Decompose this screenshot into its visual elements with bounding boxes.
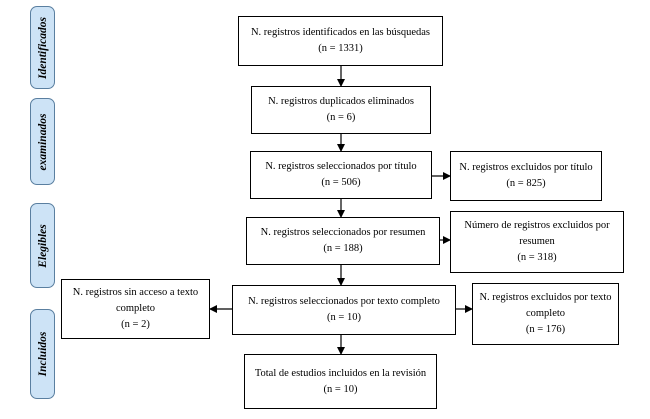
box-excluded-abstract-count: (n = 318): [517, 252, 557, 263]
phase-incluidos: Incluidos: [30, 309, 55, 399]
box-by-abstract-text: N. registros seleccionados por resumen: [260, 227, 426, 238]
box-duplicates: N. registros duplicados eliminados (n = …: [251, 86, 431, 134]
box-excluded-title: N. registros excluidos por título (n = 8…: [450, 151, 602, 201]
phase-identificados: Identificados: [30, 6, 55, 89]
box-excluded-abstract: Número de registros excluidos por resume…: [450, 211, 624, 273]
box-fulltext: N. registros seleccionados por texto com…: [232, 285, 456, 335]
box-excluded-fulltext: N. registros excluidos por texto complet…: [472, 283, 619, 345]
box-excluded-title-text: N. registros excluidos por título: [459, 162, 593, 173]
box-excluded-abstract-text: Número de registros excluidos por resume…: [464, 220, 610, 247]
box-fulltext-count: (n = 10): [327, 312, 361, 323]
box-no-access: N. registros sin acceso a texto completo…: [61, 279, 210, 339]
box-fulltext-text: N. registros seleccionados por texto com…: [248, 296, 440, 307]
phase-elegibles: Elegibles: [30, 203, 55, 288]
box-included-count: (n = 10): [323, 383, 358, 395]
box-by-title: N. registros seleccionados por título (n…: [250, 151, 432, 199]
box-no-access-count: (n = 2): [121, 319, 150, 330]
box-identified-text: N. registros identificados en las búsque…: [250, 27, 431, 38]
box-by-title-text: N. registros seleccionados por título: [265, 161, 417, 172]
phase-examinados: examinados: [30, 98, 55, 185]
box-by-abstract-count: (n = 188): [323, 243, 363, 254]
box-duplicates-text: N. registros duplicados eliminados: [268, 96, 414, 107]
box-by-abstract: N. registros seleccionados por resumen (…: [246, 217, 440, 265]
box-duplicates-count: (n = 6): [326, 112, 356, 123]
box-excluded-fulltext-text: N. registros excluidos por texto complet…: [479, 292, 612, 319]
box-excluded-title-count: (n = 825): [506, 178, 546, 189]
box-included: Total de estudios incluidos en la revisi…: [244, 354, 437, 409]
box-excluded-fulltext-count: (n = 176): [525, 324, 566, 335]
box-no-access-text: N. registros sin acceso a texto completo: [72, 287, 199, 314]
box-by-title-count: (n = 506): [321, 177, 361, 188]
box-identified: N. registros identificados en las búsque…: [238, 16, 443, 66]
box-identified-count: (n = 1331): [318, 43, 363, 54]
box-included-text: Total de estudios incluidos en la revisi…: [254, 367, 427, 379]
